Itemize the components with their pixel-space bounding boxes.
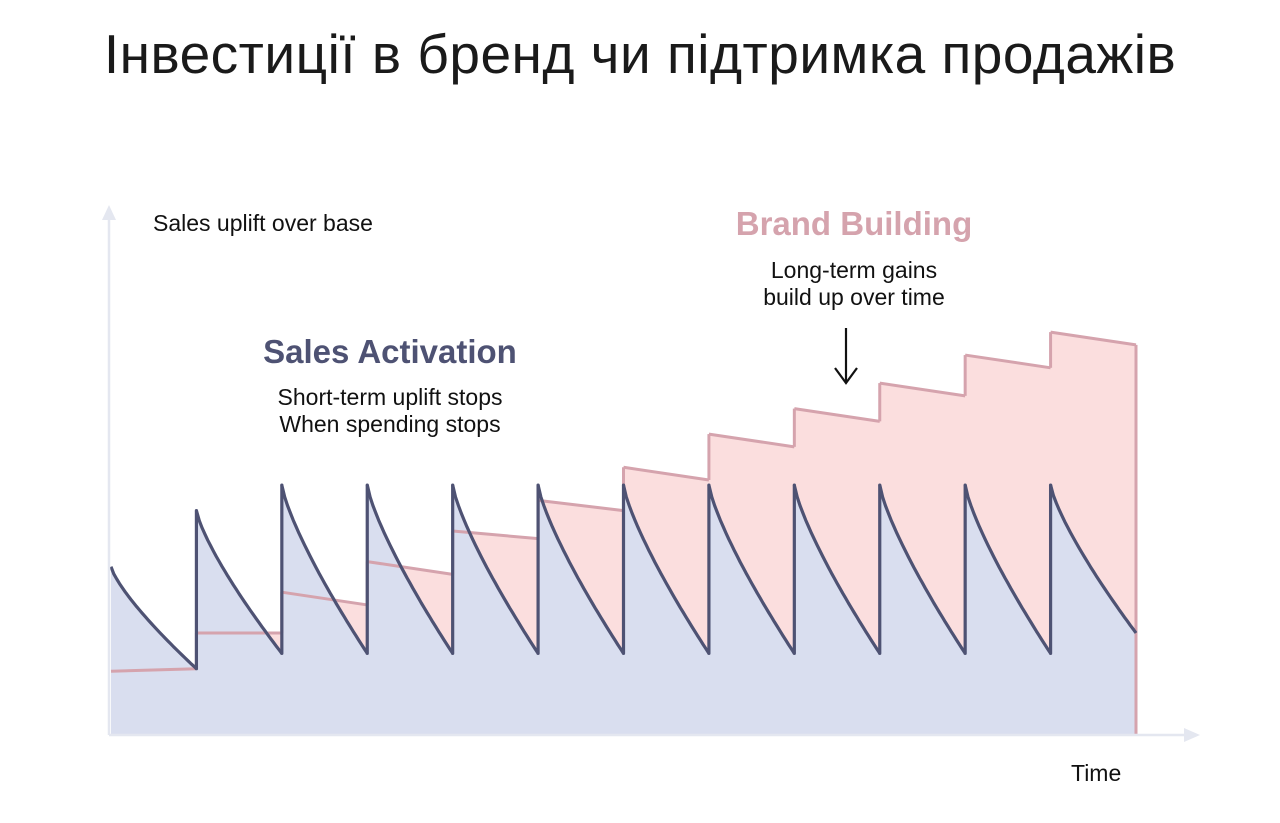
sales-burst-curve bbox=[280, 484, 369, 655]
annotation-arrow bbox=[834, 328, 858, 385]
brand-step-segment bbox=[537, 498, 624, 513]
sales-burst-curve bbox=[451, 484, 540, 655]
sales-burst-curve bbox=[194, 510, 284, 655]
y-axis-arrowhead bbox=[102, 205, 116, 220]
brand-step-segment bbox=[879, 381, 966, 398]
brand-step-segment bbox=[281, 590, 368, 607]
x-axis-arrowhead bbox=[1184, 728, 1200, 742]
sales-burst-curve bbox=[878, 484, 967, 655]
sales-activation-note-line: When spending stops bbox=[279, 411, 501, 437]
sales-burst-curve bbox=[365, 484, 455, 655]
brand-step-segment bbox=[708, 432, 795, 449]
x-axis-label: Time bbox=[1071, 760, 1122, 786]
sales-burst-curve bbox=[109, 566, 198, 670]
down-arrow-head bbox=[834, 367, 858, 385]
brand-step-segment bbox=[1050, 330, 1137, 347]
brand-step-segment bbox=[367, 560, 453, 576]
sales-activation-note-line: Short-term uplift stops bbox=[277, 384, 503, 410]
brand-step-segment bbox=[452, 529, 539, 541]
sales-activation-line bbox=[109, 483, 1138, 671]
brand-building-note-line: build up over time bbox=[763, 284, 945, 310]
brand-step-segment bbox=[623, 465, 710, 482]
sales-burst-curve bbox=[963, 484, 1052, 655]
sales-activation-note: Short-term uplift stops When spending st… bbox=[230, 384, 550, 438]
y-axis-label: Sales uplift over base bbox=[153, 210, 373, 236]
brand-building-heading: Brand Building bbox=[735, 205, 973, 242]
page-title: Інвестиції в бренд чи підтримка продажів bbox=[103, 23, 1177, 85]
sales-burst-curve bbox=[621, 484, 711, 655]
brand-step-segment bbox=[964, 353, 1051, 370]
sales-burst-curve bbox=[1049, 484, 1138, 634]
brand-step-segment bbox=[110, 667, 197, 673]
brand-building-note: Long-term gains build up over time bbox=[704, 257, 1004, 311]
brand-building-note-line: Long-term gains bbox=[770, 257, 938, 283]
sales-burst-curve bbox=[536, 484, 625, 655]
sales-burst-curve bbox=[792, 484, 882, 655]
axes bbox=[102, 205, 1200, 742]
brand-step-segment bbox=[794, 407, 880, 423]
sales-burst-curve bbox=[707, 484, 796, 655]
sales-activation-heading: Sales Activation bbox=[263, 333, 517, 370]
